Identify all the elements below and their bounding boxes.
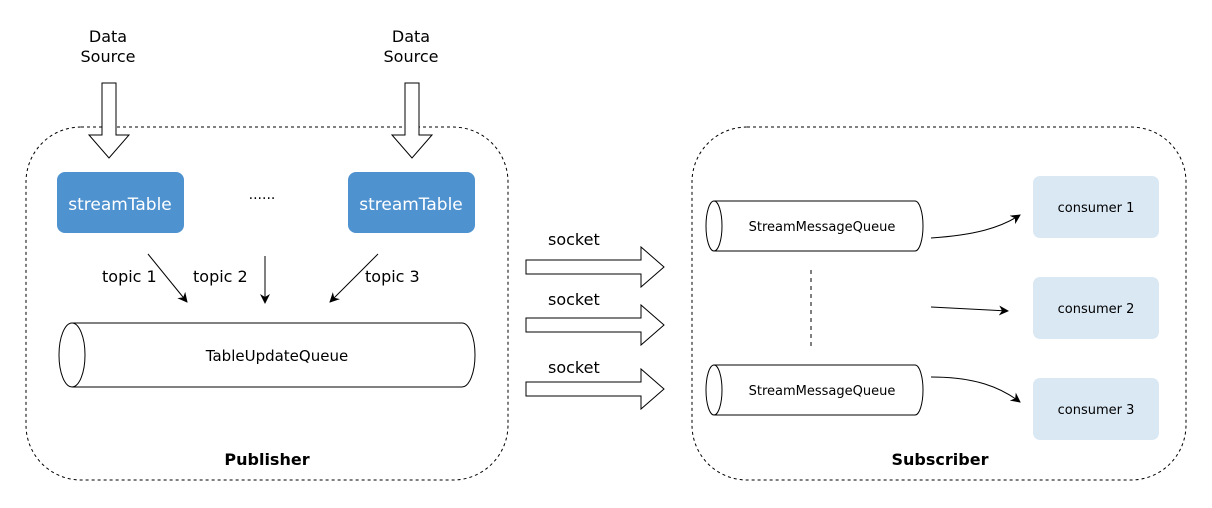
consumer-1 [1033, 176, 1159, 238]
stream-table-right-label: streamTable [359, 195, 463, 215]
stream-table-left [57, 172, 184, 233]
stream-message-queue-top [705, 200, 924, 252]
consumer-2-label: consumer 2 [1058, 302, 1135, 317]
consumer-1-label: consumer 1 [1058, 201, 1135, 216]
socket-arrow-1 [525, 245, 665, 289]
stream-message-queue-bottom-label: StreamMessageQueue [749, 384, 896, 399]
socket-arrow-3 [525, 367, 665, 411]
publisher-container [25, 126, 509, 481]
stream-message-queue-top-label: StreamMessageQueue [749, 220, 896, 235]
data-source-right-line1: Data [392, 27, 430, 46]
socket-label-1: socket [548, 230, 600, 249]
topic-1-label: topic 1 [102, 267, 157, 286]
subscriber-title: Subscriber [892, 450, 989, 469]
consumer-3-arrow [930, 376, 1021, 403]
table-update-queue [58, 322, 476, 388]
topic-3-label: topic 3 [365, 267, 420, 286]
consumer-2-arrow [930, 305, 1009, 316]
socket-arrow-2 [525, 303, 665, 347]
stream-message-queue-bottom [705, 364, 924, 416]
down-arrow-right [390, 82, 434, 159]
down-arrow-left [87, 82, 131, 159]
table-update-queue-rim [71, 322, 86, 388]
data-source-left-line2: Source [81, 47, 136, 66]
stream-table-left-label: streamTable [68, 195, 172, 215]
consumer-3-label: consumer 3 [1058, 403, 1135, 418]
stream-message-queue-top-rim [713, 200, 723, 252]
table-update-queue-label: TableUpdateQueue [205, 347, 348, 365]
socket-label-3: socket [548, 358, 600, 377]
consumer-3 [1033, 378, 1159, 440]
topic-2-label: topic 2 [193, 267, 248, 286]
data-source-left-line1: Data [89, 27, 127, 46]
stream-table-right [348, 172, 475, 233]
topic-3-arrow [329, 253, 379, 303]
stream-message-queue-bottom-rim [713, 364, 723, 416]
topic-1-arrow [147, 253, 188, 303]
consumer-1-arrow [930, 214, 1021, 239]
subscriber-container [691, 126, 1187, 481]
socket-label-2: socket [548, 290, 600, 309]
consumer-2 [1033, 277, 1159, 339]
publisher-title: Publisher [224, 450, 309, 469]
data-source-right-line2: Source [384, 47, 439, 66]
stream-table-ellipsis: ...... [249, 187, 276, 203]
